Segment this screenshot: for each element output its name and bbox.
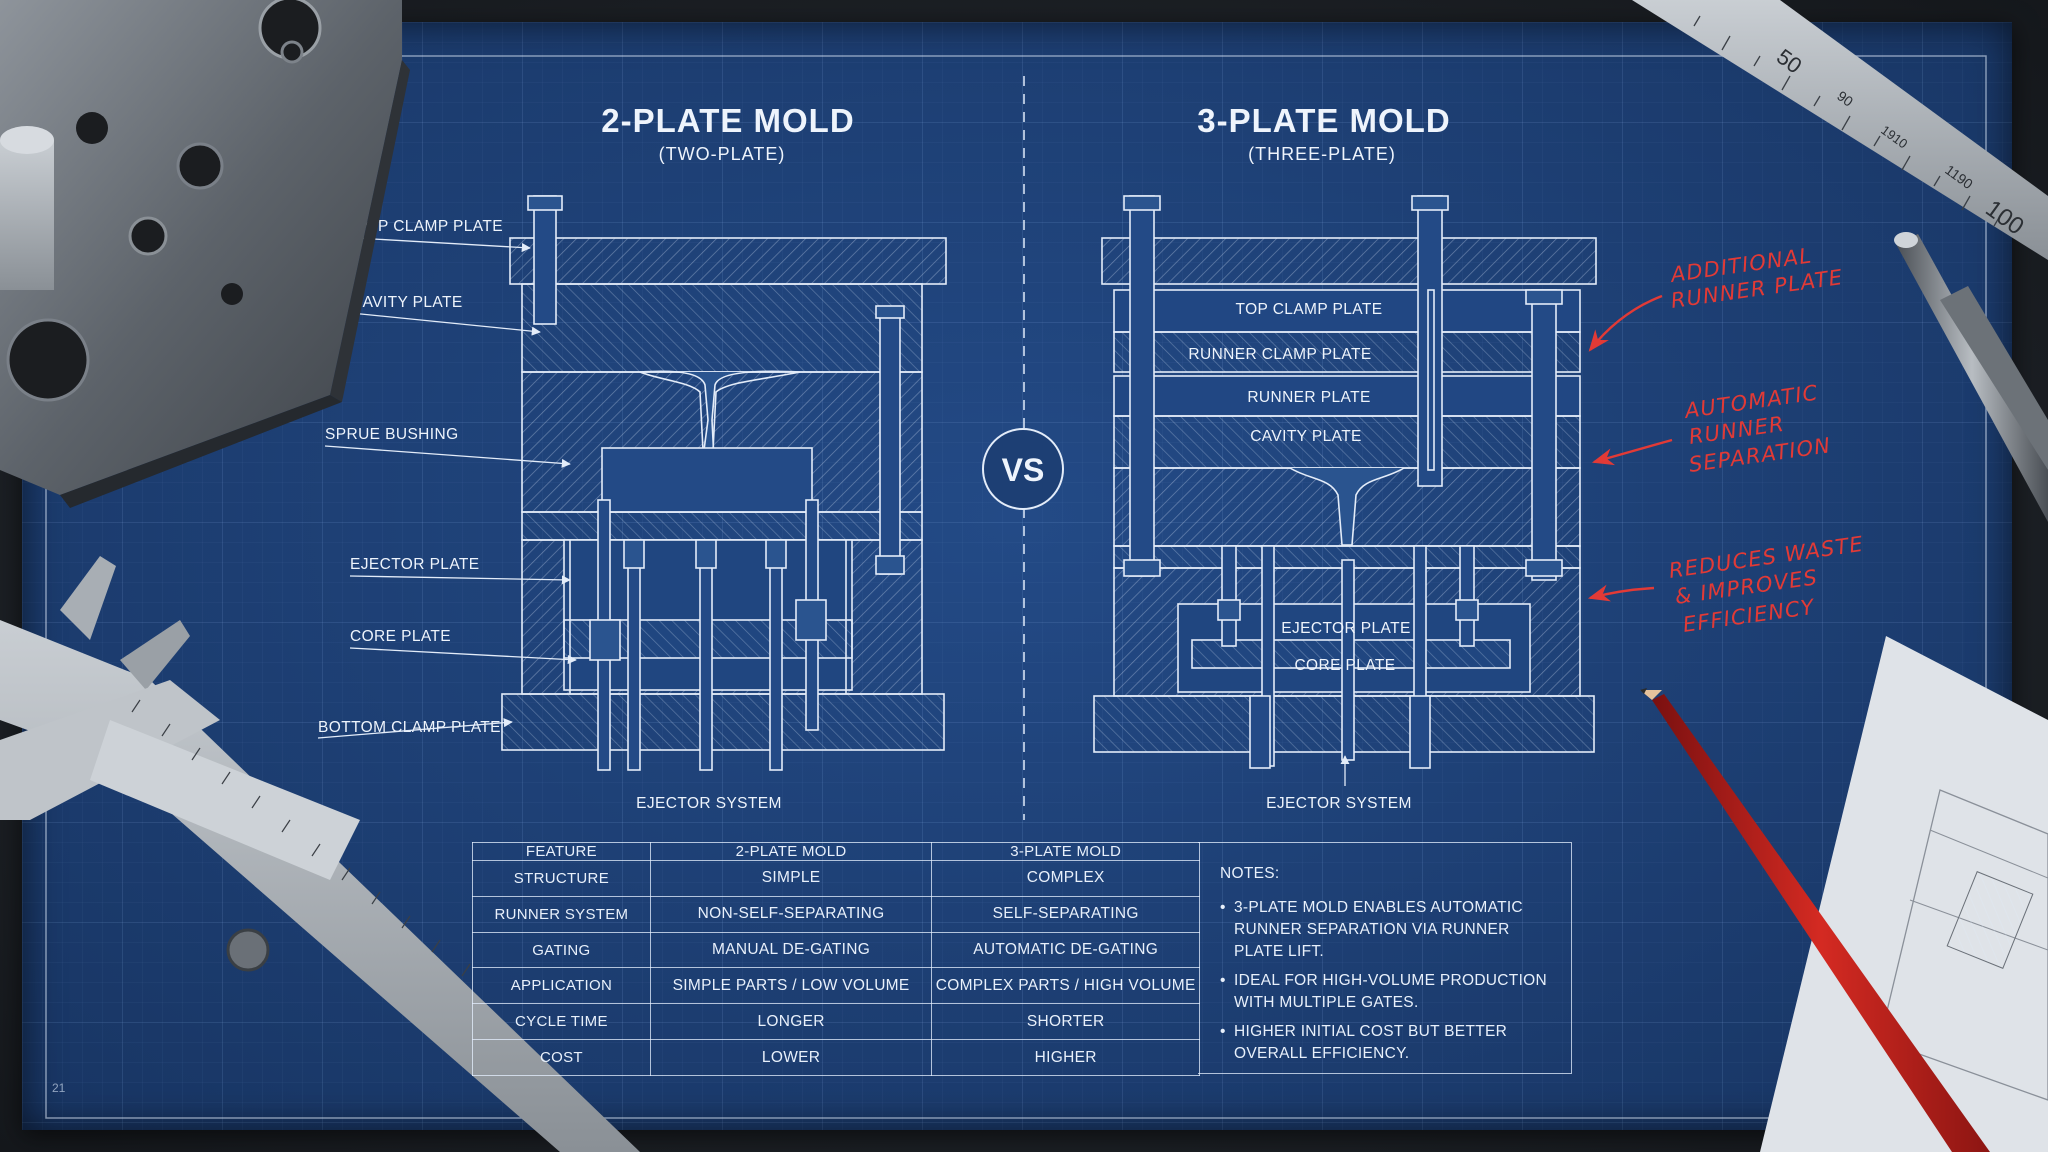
steel-ruler: 50 90 1910 1190 100	[1632, 0, 2048, 260]
paper-border-frame	[45, 55, 1987, 1119]
right-label-ejector: EJECTOR PLATE	[1281, 620, 1411, 637]
steel-mold-block	[0, 0, 410, 508]
left-subtitle: (TWO-PLATE)	[659, 144, 786, 164]
left-label-bottom-clamp: BOTTOM CLAMP PLATE	[318, 719, 501, 736]
right-title: 3-PLATE MOLD	[1197, 102, 1450, 139]
row-three-plate-value: AUTOMATIC DE-GATING	[931, 931, 1200, 969]
note-item: 3-PLATE MOLD ENABLES AUTOMATIC RUNNER SE…	[1220, 897, 1551, 963]
right-label-runner: RUNNER PLATE	[1247, 389, 1370, 406]
row-three-plate-value: SHORTER	[931, 1003, 1200, 1041]
table-header-row: FEATURE 2-PLATE MOLD 3-PLATE MOLD	[472, 842, 1200, 861]
ruler-ticks	[1693, 15, 2001, 227]
row-three-plate-value: SELF-SEPARATING	[931, 895, 1200, 933]
right-label-top-clamp: TOP CLAMP PLATE	[1236, 301, 1383, 318]
table-row: GATING MANUAL DE-GATING AUTOMATIC DE-GAT…	[472, 931, 1200, 969]
two-plate-mold-drawing	[501, 195, 947, 771]
table-row: RUNNER SYSTEM NON-SELF-SEPARATING SELF-S…	[472, 895, 1200, 933]
notes-list: 3-PLATE MOLD ENABLES AUTOMATIC RUNNER SE…	[1220, 897, 1551, 1065]
left-label-sprue: SPRUE BUSHING	[325, 426, 459, 443]
row-two-plate-value: SIMPLE PARTS / LOW VOLUME	[649, 967, 933, 1005]
row-feature: COST	[472, 1039, 651, 1076]
header-three-plate: 3-PLATE MOLD	[931, 842, 1200, 861]
drawing-sheet	[1760, 636, 2048, 1152]
left-bottom-label: EJECTOR SYSTEM	[636, 795, 782, 812]
table-row: CYCLE TIME LONGER SHORTER	[472, 1003, 1200, 1041]
right-bottom-label: EJECTOR SYSTEM	[1266, 795, 1412, 812]
table-row: STRUCTURE SIMPLE COMPLEX	[472, 860, 1200, 897]
header-feature: FEATURE	[472, 842, 651, 861]
row-three-plate-value: COMPLEX PARTS / HIGH VOLUME	[931, 967, 1200, 1005]
row-two-plate-value: SIMPLE	[649, 860, 933, 897]
row-two-plate-value: MANUAL DE-GATING	[649, 931, 933, 969]
red-pencil	[1640, 688, 1990, 1152]
comparison-section: FEATURE 2-PLATE MOLD 3-PLATE MOLD STRUCT…	[472, 842, 1574, 1076]
three-plate-mold-drawing	[1093, 195, 1597, 769]
left-leader-lines	[317, 237, 577, 739]
right-subtitle: (THREE-PLATE)	[1248, 144, 1396, 164]
note-item: HIGHER INITIAL COST BUT BETTER OVERALL E…	[1220, 1021, 1551, 1065]
header-two-plate: 2-PLATE MOLD	[649, 842, 933, 861]
scribe-pen	[1894, 232, 2048, 522]
row-three-plate-value: COMPLEX	[931, 860, 1200, 897]
row-feature: STRUCTURE	[472, 860, 651, 897]
left-label-core: CORE PLATE	[350, 628, 451, 645]
left-label-cavity: CAVITY PLATE	[351, 294, 463, 311]
row-feature: RUNNER SYSTEM	[472, 895, 651, 933]
comparison-table: FEATURE 2-PLATE MOLD 3-PLATE MOLD STRUCT…	[472, 842, 1200, 1076]
left-title: 2-PLATE MOLD	[601, 102, 854, 139]
row-feature: GATING	[472, 931, 651, 969]
vs-badge	[982, 428, 1064, 510]
caliper-ticks	[131, 699, 471, 977]
row-three-plate-value: HIGHER	[931, 1039, 1200, 1076]
row-two-plate-value: LOWER	[649, 1039, 933, 1076]
vs-text: VS	[1002, 452, 1045, 488]
notes-title: NOTES:	[1220, 865, 1280, 882]
right-label-cavity: CAVITY PLATE	[1250, 428, 1362, 445]
notes-panel: NOTES: 3-PLATE MOLD ENABLES AUTOMATIC RU…	[1198, 842, 1572, 1074]
left-label-ejector: EJECTOR PLATE	[350, 556, 480, 573]
row-feature: CYCLE TIME	[472, 1003, 651, 1041]
red-annotation-arrows	[1587, 294, 1673, 602]
corner-mark: 21	[52, 1081, 66, 1095]
table-row: APPLICATION SIMPLE PARTS / LOW VOLUME CO…	[472, 967, 1200, 1005]
table-row: COST LOWER HIGHER	[472, 1039, 1200, 1076]
row-two-plate-value: NON-SELF-SEPARATING	[649, 895, 933, 933]
left-label-top-clamp: TOP CLAMP PLATE	[356, 218, 503, 235]
right-label-core: CORE PLATE	[1294, 657, 1395, 674]
note-item: IDEAL FOR HIGH-VOLUME PRODUCTION WITH MU…	[1220, 970, 1551, 1014]
right-label-runner-clamp: RUNNER CLAMP PLATE	[1188, 346, 1371, 363]
row-feature: APPLICATION	[472, 967, 651, 1005]
row-two-plate-value: LONGER	[649, 1003, 933, 1041]
